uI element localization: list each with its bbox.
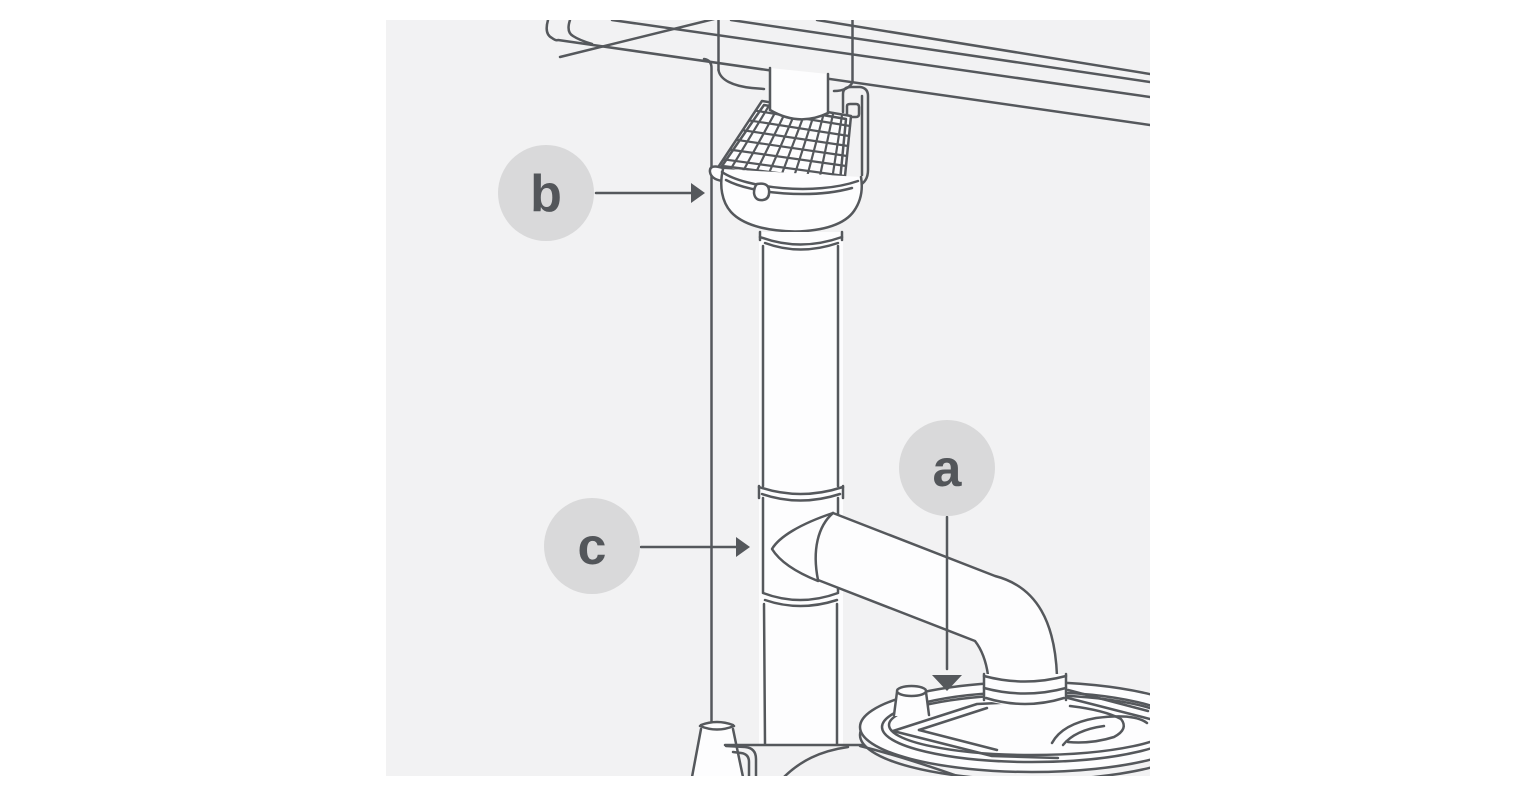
gutter-end-cap xyxy=(567,20,594,46)
gutter-line-2 xyxy=(729,20,1150,84)
gutter-line-3 xyxy=(610,20,1150,99)
vent-cap xyxy=(892,684,931,717)
foreground-container xyxy=(723,743,962,776)
container-corner xyxy=(724,744,758,776)
gutter-back-edge xyxy=(558,20,715,59)
arrowhead-a xyxy=(932,675,962,691)
tank-inlet-collar xyxy=(982,672,1068,706)
branch-pipe-bottom-edge xyxy=(816,578,990,677)
gutter xyxy=(545,20,1150,127)
branch-pipe-top-edge xyxy=(831,511,1059,678)
label-c-letter: c xyxy=(578,518,607,576)
junction-saddle xyxy=(770,511,835,583)
gutter-front-edge xyxy=(545,20,1150,127)
gutter-line-1 xyxy=(815,20,1150,76)
drain-foot xyxy=(690,720,745,776)
label-c-badge xyxy=(544,498,640,594)
downpipe-top-collar xyxy=(758,235,844,246)
outlet-left-shoulder xyxy=(717,68,766,91)
arrowhead-b xyxy=(691,183,705,203)
bowl-outline xyxy=(720,167,863,233)
filter-basket-bowl xyxy=(720,167,863,233)
wall-line xyxy=(702,57,713,724)
outlet-pipe-end xyxy=(768,66,830,121)
branch-mouth xyxy=(814,511,835,582)
downpipe xyxy=(757,230,845,746)
callouts xyxy=(498,145,995,691)
downpipe-coupling xyxy=(757,485,845,496)
label-b-letter: b xyxy=(530,165,562,223)
bowl-rim-inner xyxy=(724,178,854,196)
arrowhead-c xyxy=(736,537,750,557)
label-a-badge xyxy=(899,420,995,516)
bowl-clip-tab xyxy=(752,182,771,202)
bowl-rim xyxy=(720,170,860,191)
label-b-badge xyxy=(498,145,594,241)
container-shoulder-curve xyxy=(783,745,850,776)
label-a-letter: a xyxy=(933,440,963,498)
callout-letters: b c a xyxy=(530,165,962,576)
branch-pipe-assembly xyxy=(770,511,1068,706)
diverter-bottom-coupling xyxy=(761,591,840,602)
